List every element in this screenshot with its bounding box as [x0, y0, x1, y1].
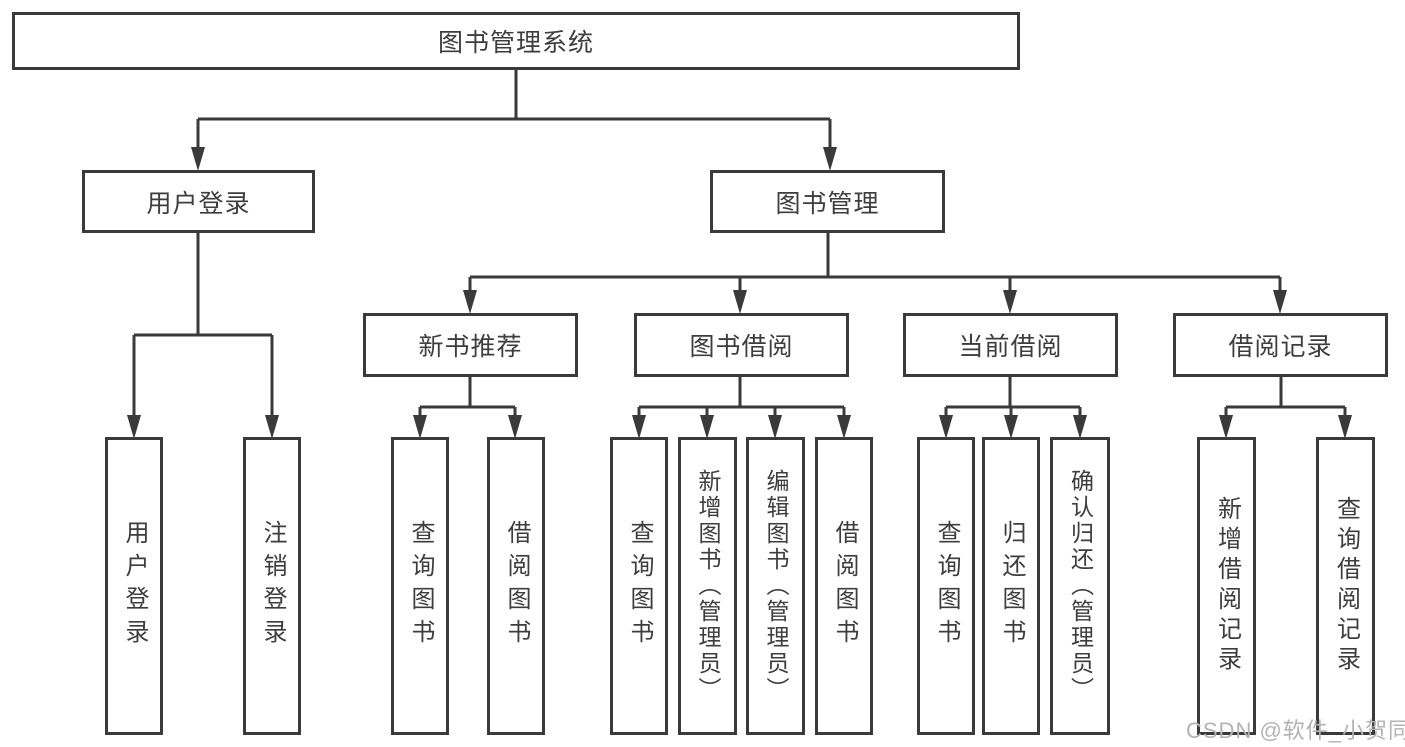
node-user-login-leaf: 用户登录 — [105, 437, 163, 735]
connector-book-management-children — [468, 233, 1282, 292]
node-add-books-admin: 新增图书（管理员） — [678, 437, 737, 735]
connector-root-to-level2 — [196, 70, 832, 149]
connector-user-login-children — [132, 233, 274, 417]
node-book-management: 图书管理 — [710, 170, 945, 233]
node-current-borrowing: 当前借阅 — [903, 313, 1118, 377]
arrowheads-user-login-children — [127, 415, 279, 439]
node-label: 查询借阅记录 — [1332, 496, 1360, 676]
node-label: 归还图书 — [998, 520, 1025, 652]
arrowheads-current-children — [939, 415, 1087, 439]
node-label: 新增图书（管理员） — [695, 469, 721, 703]
node-library-management-system: 图书管理系统 — [12, 12, 1020, 70]
node-label: 图书借阅 — [689, 333, 794, 361]
node-label: 借阅图书 — [831, 520, 858, 652]
arrowheads-recommend-children — [413, 415, 522, 439]
node-label: 新增借阅记录 — [1213, 496, 1241, 676]
node-query-books-borrowing: 查询图书 — [610, 437, 668, 735]
node-label: 图书管理系统 — [437, 29, 594, 57]
node-return-books: 归还图书 — [982, 437, 1040, 735]
node-book-borrowing: 图书借阅 — [634, 313, 849, 377]
watermark-text: CSDN @软件_小贺同学 — [1186, 718, 1405, 743]
node-label: 查询图书 — [626, 520, 653, 652]
node-borrow-books-recommend: 借阅图书 — [487, 437, 545, 735]
node-borrow-records: 借阅记录 — [1173, 313, 1388, 377]
node-label: 用户登录 — [146, 189, 251, 218]
node-edit-books-admin: 编辑图书（管理员） — [746, 437, 805, 735]
node-label: 编辑图书（管理员） — [763, 469, 789, 703]
node-label: 借阅图书 — [503, 520, 530, 652]
connector-current-children — [944, 377, 1082, 417]
node-label: 当前借阅 — [958, 333, 1063, 361]
node-label: 查询图书 — [407, 520, 434, 652]
arrowheads-book-management-children — [463, 290, 1287, 314]
node-new-book-recommend: 新书推荐 — [363, 313, 578, 377]
node-query-borrow-record: 查询借阅记录 — [1316, 437, 1375, 735]
node-label: 新书推荐 — [418, 333, 523, 361]
node-confirm-return-admin: 确认归还（管理员） — [1050, 437, 1110, 735]
connector-recommend-children — [418, 377, 517, 417]
node-query-books-recommend: 查询图书 — [391, 437, 449, 735]
node-user-login: 用户登录 — [82, 170, 315, 233]
arrowheads-level2 — [191, 147, 837, 171]
connector-records-children — [1224, 377, 1347, 417]
node-label: 图书管理 — [775, 189, 880, 218]
node-add-borrow-record: 新增借阅记录 — [1197, 437, 1256, 735]
arrowheads-records-children — [1219, 415, 1352, 439]
node-label: 用户登录 — [121, 520, 148, 652]
connector-borrowing-children — [637, 377, 846, 417]
node-label: 确认归还（管理员） — [1067, 469, 1094, 703]
node-label: 查询图书 — [933, 520, 960, 652]
node-label: 注销登录 — [259, 520, 286, 652]
node-borrow-books-leaf: 借阅图书 — [815, 437, 873, 735]
node-label: 借阅记录 — [1228, 333, 1333, 361]
node-query-books-current: 查询图书 — [917, 437, 975, 735]
node-logout: 注销登录 — [243, 437, 301, 735]
arrowheads-borrowing-children — [632, 415, 851, 439]
